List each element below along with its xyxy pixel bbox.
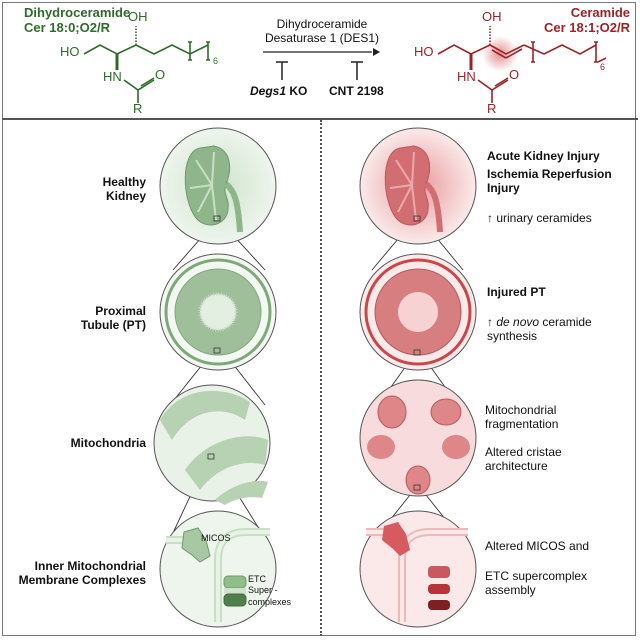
- header-divider: [2, 118, 638, 120]
- dihydroceramide-notation: Cer 18:0;O2/R: [24, 20, 110, 35]
- inhibitor-degs1-ko: Degs1 KO: [250, 84, 308, 99]
- etc-complex-shape: [223, 593, 247, 607]
- atom-oh: OH: [482, 9, 502, 24]
- label-line: Healthy: [102, 175, 146, 189]
- up-arrow-icon: ↑: [487, 211, 493, 225]
- inhibitor-cnt2198: CNT 2198: [329, 84, 384, 98]
- inhibitor-suffix: KO: [286, 84, 308, 98]
- label-injured-pt: Injured PT: [487, 285, 546, 299]
- label-line: Membrane Complexes: [18, 572, 146, 587]
- healthy-mitochondria-circle: [153, 384, 271, 505]
- atom-ho: HO: [414, 44, 434, 59]
- label-aki: Acute Kidney Injury: [487, 149, 600, 163]
- atom-hn: HN: [103, 69, 122, 84]
- label-line: ETC: [248, 574, 266, 584]
- inhibition-symbol: [276, 61, 363, 80]
- up-arrow-icon: ↑: [487, 315, 493, 329]
- label-line: Injury: [487, 180, 520, 195]
- repeat-count: 6: [213, 56, 219, 66]
- repeat-count: 6: [600, 62, 606, 72]
- micos-label: MICOS: [201, 533, 231, 543]
- note-urinary-ceramides: ↑ urinary ceramides: [487, 211, 592, 226]
- injured-imm-circle: [359, 510, 477, 628]
- ceramide-title: Ceramide: [570, 5, 630, 20]
- note-text: ceramide: [539, 315, 592, 329]
- micos-shape: [181, 527, 211, 563]
- note-italic: de novo: [496, 315, 540, 329]
- healthy-imm-circle: [159, 510, 277, 628]
- label-line: Tubule (PT): [80, 317, 146, 332]
- injured-kidney-circle: [359, 127, 477, 245]
- label-line: architecture: [485, 458, 548, 473]
- atom-o: O: [509, 67, 520, 82]
- label-line: Altered cristae: [485, 445, 562, 459]
- healthy-kidney-circle: [159, 127, 277, 245]
- label-line: Kidney: [105, 188, 146, 203]
- dihydroceramide-title: Dihydroceramide: [24, 5, 131, 20]
- atom-hn: HN: [457, 69, 476, 84]
- atom-oh: OH: [128, 9, 148, 24]
- label-line: fragmentation: [485, 416, 559, 431]
- healthy-pt-circle: [159, 253, 277, 371]
- etc-complex-shape: [428, 566, 450, 578]
- note-text: synthesis: [487, 328, 538, 343]
- label-line: Inner Mitochondrial: [34, 559, 146, 573]
- injured-pt-circle: [359, 253, 477, 371]
- ceramide-notation: Cer 18:1;O2/R: [544, 20, 630, 35]
- label-line: Ischemia Reperfusion: [487, 167, 612, 181]
- etc-complex-shape: [428, 600, 450, 610]
- atom-ho: HO: [60, 44, 80, 59]
- label-line: Mitochondrial: [485, 403, 557, 417]
- label-line: Super -: [248, 585, 278, 596]
- label-line: complexes: [248, 596, 292, 607]
- label-mitochondria: Mitochondria: [70, 436, 146, 450]
- injured-mitochondria-circle: [359, 379, 477, 497]
- label-line: assembly: [485, 582, 536, 597]
- dihydroceramide-structure: [83, 26, 210, 103]
- etc-complex-shape: [223, 575, 247, 589]
- label-altered-micos: Altered MICOS and: [485, 539, 590, 553]
- atom-r: R: [133, 101, 143, 116]
- panel-divider: [320, 120, 322, 636]
- ceramide-structure: [437, 26, 607, 103]
- atom-r: R: [487, 101, 497, 116]
- micos-shape: [382, 522, 410, 556]
- note-text: urinary ceramides: [496, 211, 592, 225]
- enzyme-name: Dihydroceramide: [276, 17, 368, 31]
- enzyme-name-line2: Desaturase 1 (DES1): [264, 31, 380, 45]
- atom-o: O: [155, 67, 166, 82]
- etc-complex-shape: [428, 584, 450, 594]
- label-line: ETC supercomplex: [485, 569, 588, 583]
- reaction-arrow: [263, 48, 380, 56]
- inhibitor-gene: Degs1: [250, 84, 287, 98]
- label-line: Proximal: [95, 304, 146, 318]
